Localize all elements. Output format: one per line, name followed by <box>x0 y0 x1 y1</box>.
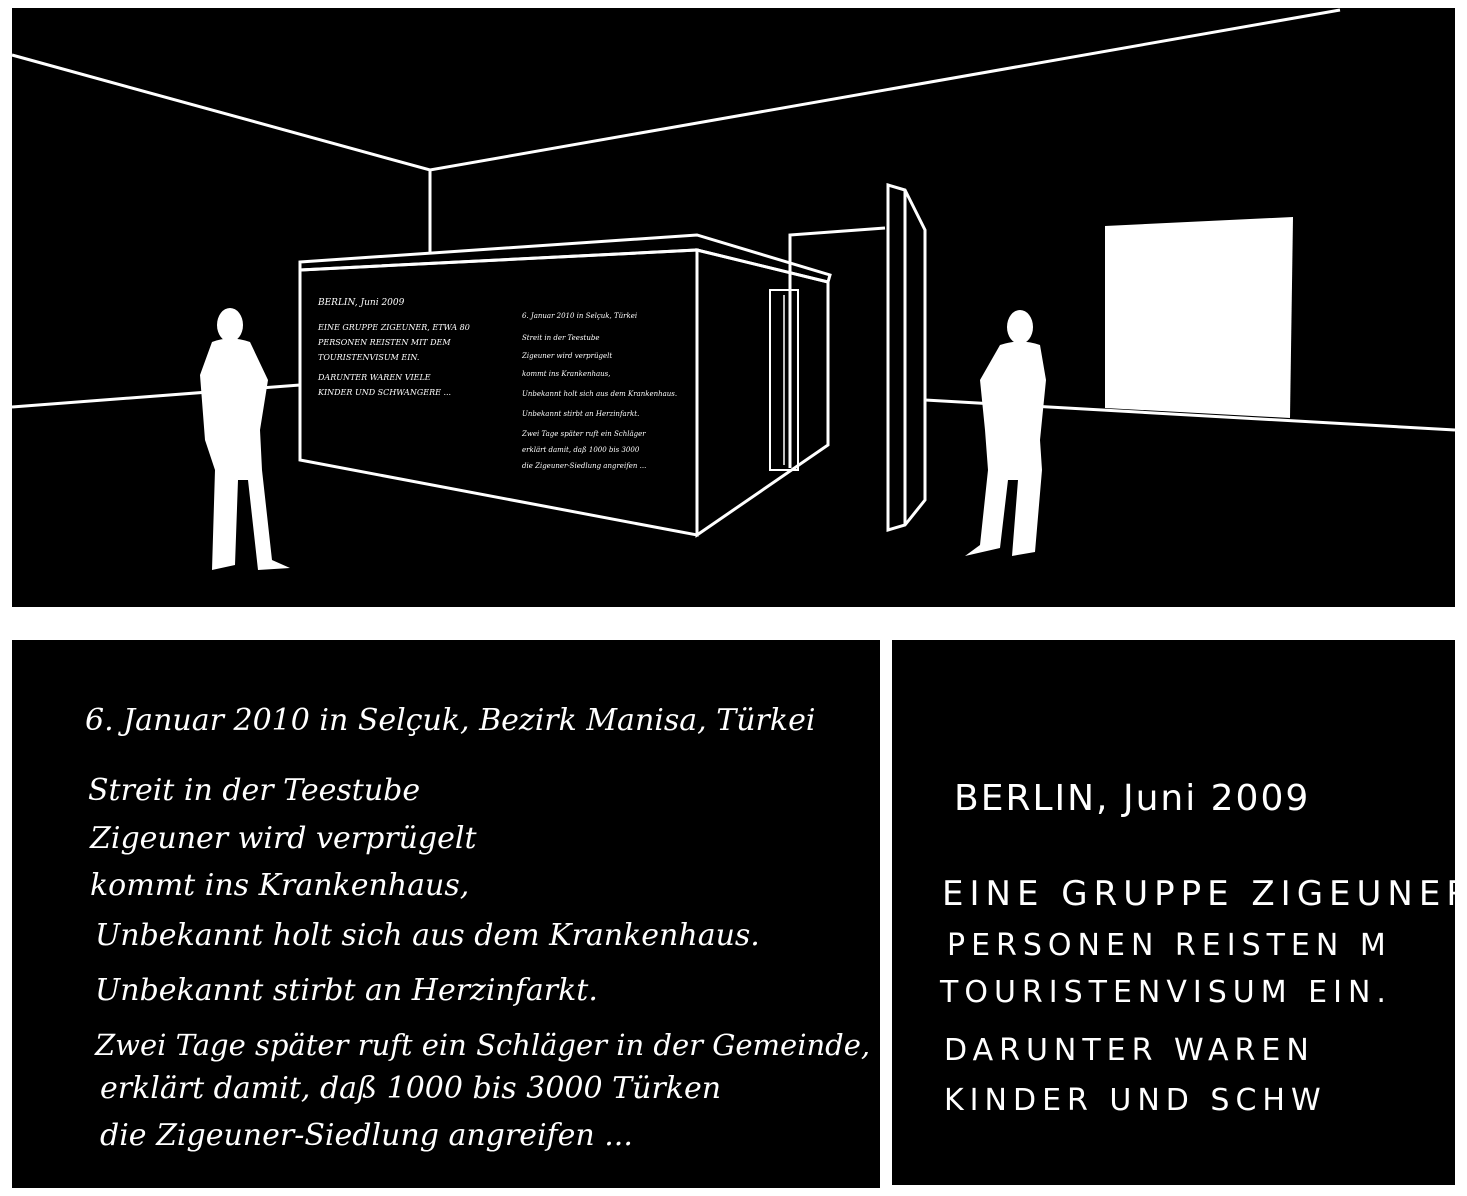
handwritten-line: DARUNTER WAREN <box>944 1033 1315 1068</box>
left-text-panel: 6. Januar 2010 in Selçuk, Bezirk Manisa,… <box>12 640 880 1188</box>
svg-text:PERSONEN REISTEN MIT DEM: PERSONEN REISTEN MIT DEM <box>317 338 451 347</box>
handwritten-line: 6. Januar 2010 in Selçuk, Bezirk Manisa,… <box>85 703 815 738</box>
handwritten-line: PERSONEN REISTEN M <box>947 928 1392 963</box>
handwritten-line: Zwei Tage später ruft ein Schläger in de… <box>94 1028 870 1062</box>
svg-text:Unbekannt holt sich aus dem Kr: Unbekannt holt sich aus dem Krankenhaus. <box>522 390 677 398</box>
svg-text:kommt ins Krankenhaus,: kommt ins Krankenhaus, <box>522 370 611 378</box>
handwritten-line: Zigeuner wird verprügelt <box>89 821 477 856</box>
handwritten-line: EINE GRUPPE ZIGEUNER <box>942 874 1467 914</box>
handwritten-line: Unbekannt holt sich aus dem Krankenhaus. <box>95 918 760 953</box>
handwritten-line: kommt ins Krankenhaus, <box>90 868 469 903</box>
svg-text:Zigeuner wird verprügelt: Zigeuner wird verprügelt <box>521 352 612 360</box>
visitor-figure-right <box>965 310 1046 556</box>
handwritten-line: die Zigeuner-Siedlung angreifen ... <box>100 1118 633 1153</box>
exhibition-box: BERLIN, Juni 2009 EINE GRUPPE ZIGEUNER, … <box>298 233 832 538</box>
handwritten-line: Streit in der Teestube <box>88 773 420 808</box>
door-frame <box>788 226 886 468</box>
handwritten-line: erklärt damit, daß 1000 bis 3000 Türken <box>100 1071 721 1106</box>
svg-text:DARUNTER WAREN VIELE: DARUNTER WAREN VIELE <box>317 373 431 382</box>
svg-text:Unbekannt stirbt an Herzinfark: Unbekannt stirbt an Herzinfarkt. <box>522 410 639 418</box>
svg-text:die Zigeuner-Siedlung angreife: die Zigeuner-Siedlung angreifen ... <box>522 462 646 470</box>
svg-text:6. Januar 2010 in Selçuk, Türk: 6. Januar 2010 in Selçuk, Türkei <box>522 312 637 320</box>
svg-text:EINE GRUPPE ZIGEUNER, ETWA 80: EINE GRUPPE ZIGEUNER, ETWA 80 <box>317 323 470 332</box>
handwritten-line: Unbekannt stirbt an Herzinfarkt. <box>95 973 598 1008</box>
room-perspective-panel: BERLIN, Juni 2009 EINE GRUPPE ZIGEUNER, … <box>11 8 1456 607</box>
handwritten-line: KINDER UND SCHW <box>944 1083 1327 1118</box>
handwritten-line: BERLIN, Juni 2009 <box>954 778 1310 819</box>
right-text-panel: BERLIN, Juni 2009 EINE GRUPPE ZIGEUNER P… <box>892 640 1467 1185</box>
window-opening <box>1105 217 1293 418</box>
visitor-figure-left <box>200 308 290 570</box>
svg-text:BERLIN, Juni 2009: BERLIN, Juni 2009 <box>317 298 405 308</box>
svg-text:Zwei Tage später ruft ein Schl: Zwei Tage später ruft ein Schläger <box>521 430 646 438</box>
svg-text:TOURISTENVISUM EIN.: TOURISTENVISUM EIN. <box>318 353 419 362</box>
svg-text:Streit in der Teestube: Streit in der Teestube <box>522 334 600 342</box>
handwritten-line: TOURISTENVISUM EIN. <box>939 975 1392 1010</box>
svg-text:KINDER UND SCHWANGERE ...: KINDER UND SCHWANGERE ... <box>317 388 451 397</box>
svg-text:erklärt damit, daß 1000 bis 30: erklärt damit, daß 1000 bis 3000 <box>522 446 640 454</box>
